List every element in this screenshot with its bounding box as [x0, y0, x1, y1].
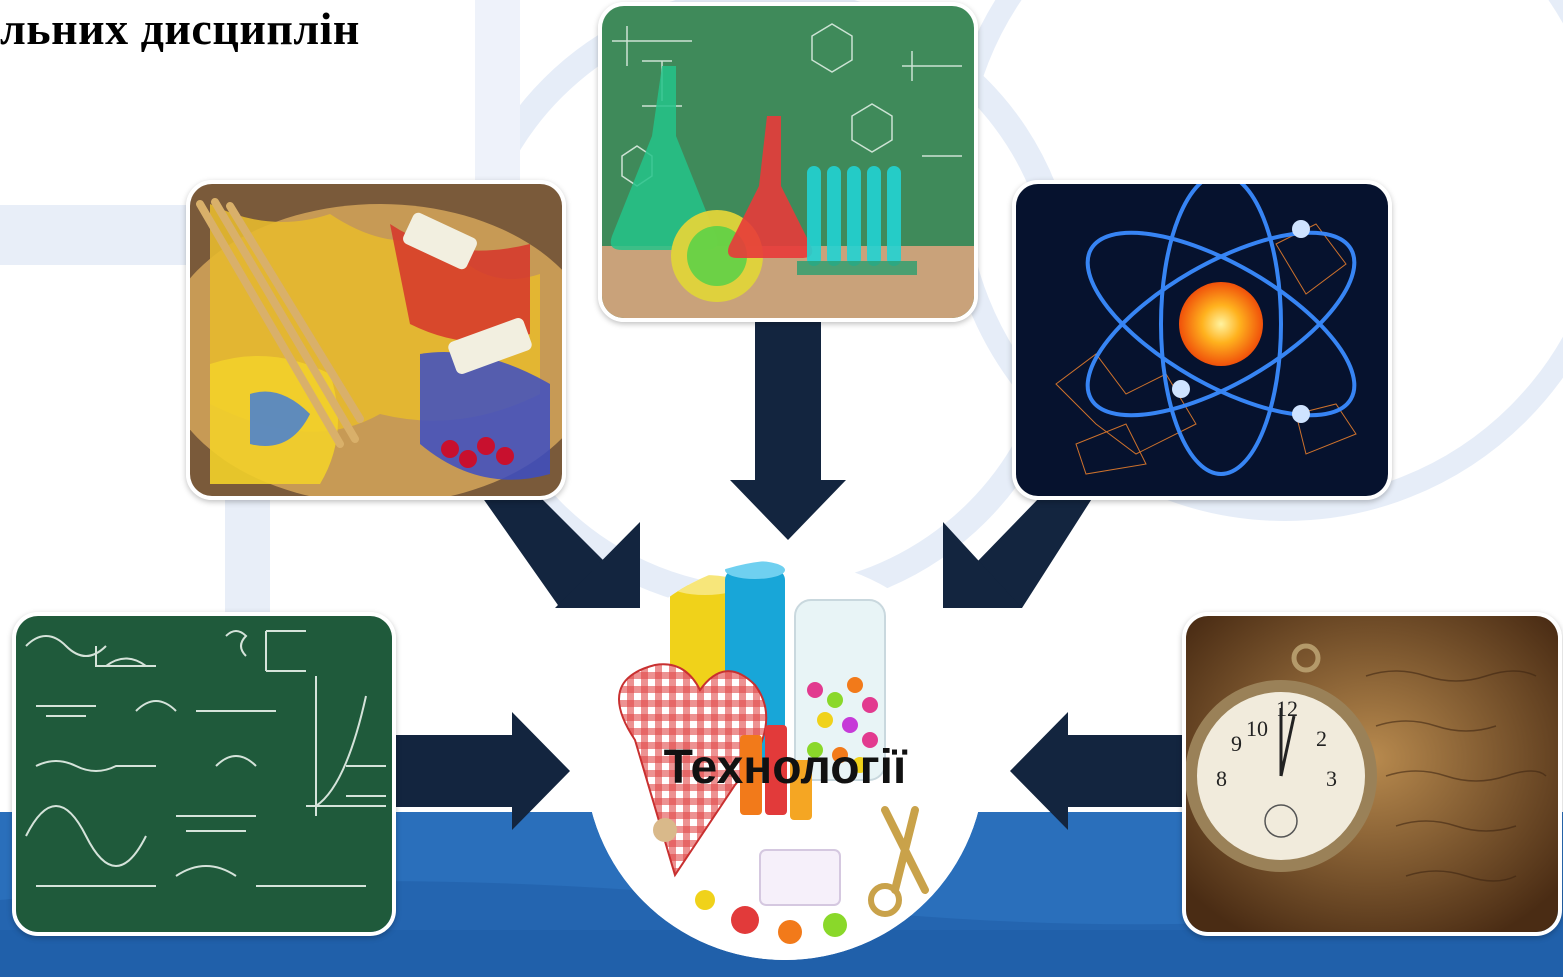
arrow-right-icon [395, 712, 570, 830]
center-label: Технології [663, 741, 907, 794]
mathematics-image [12, 612, 396, 936]
arrow-diagonal-left-icon [482, 497, 640, 608]
chemistry-image [598, 2, 978, 322]
arrow-diagonal-right-icon [943, 497, 1093, 608]
art-image [186, 180, 566, 500]
svg-text:9: 9 [1231, 731, 1242, 756]
svg-text:10: 10 [1246, 716, 1268, 741]
arrow-left-icon [1010, 712, 1185, 830]
pocket-watch-icon: 10 12 2 3 89 [1186, 616, 1558, 932]
technology-hub [585, 560, 985, 960]
paint-palette-icon [190, 184, 562, 496]
svg-text:2: 2 [1316, 726, 1327, 751]
svg-text:12: 12 [1276, 696, 1298, 721]
arrow-down-icon [730, 322, 846, 540]
svg-text:3: 3 [1326, 766, 1337, 791]
lab-glassware-icon [602, 6, 974, 318]
page-title: льних дисциплін [0, 3, 360, 54]
svg-text:8: 8 [1216, 766, 1227, 791]
sewing-supplies-icon [585, 560, 985, 960]
chalkboard-formulas-icon [16, 616, 392, 932]
atom-icon [1016, 184, 1388, 496]
physics-image [1012, 180, 1392, 500]
